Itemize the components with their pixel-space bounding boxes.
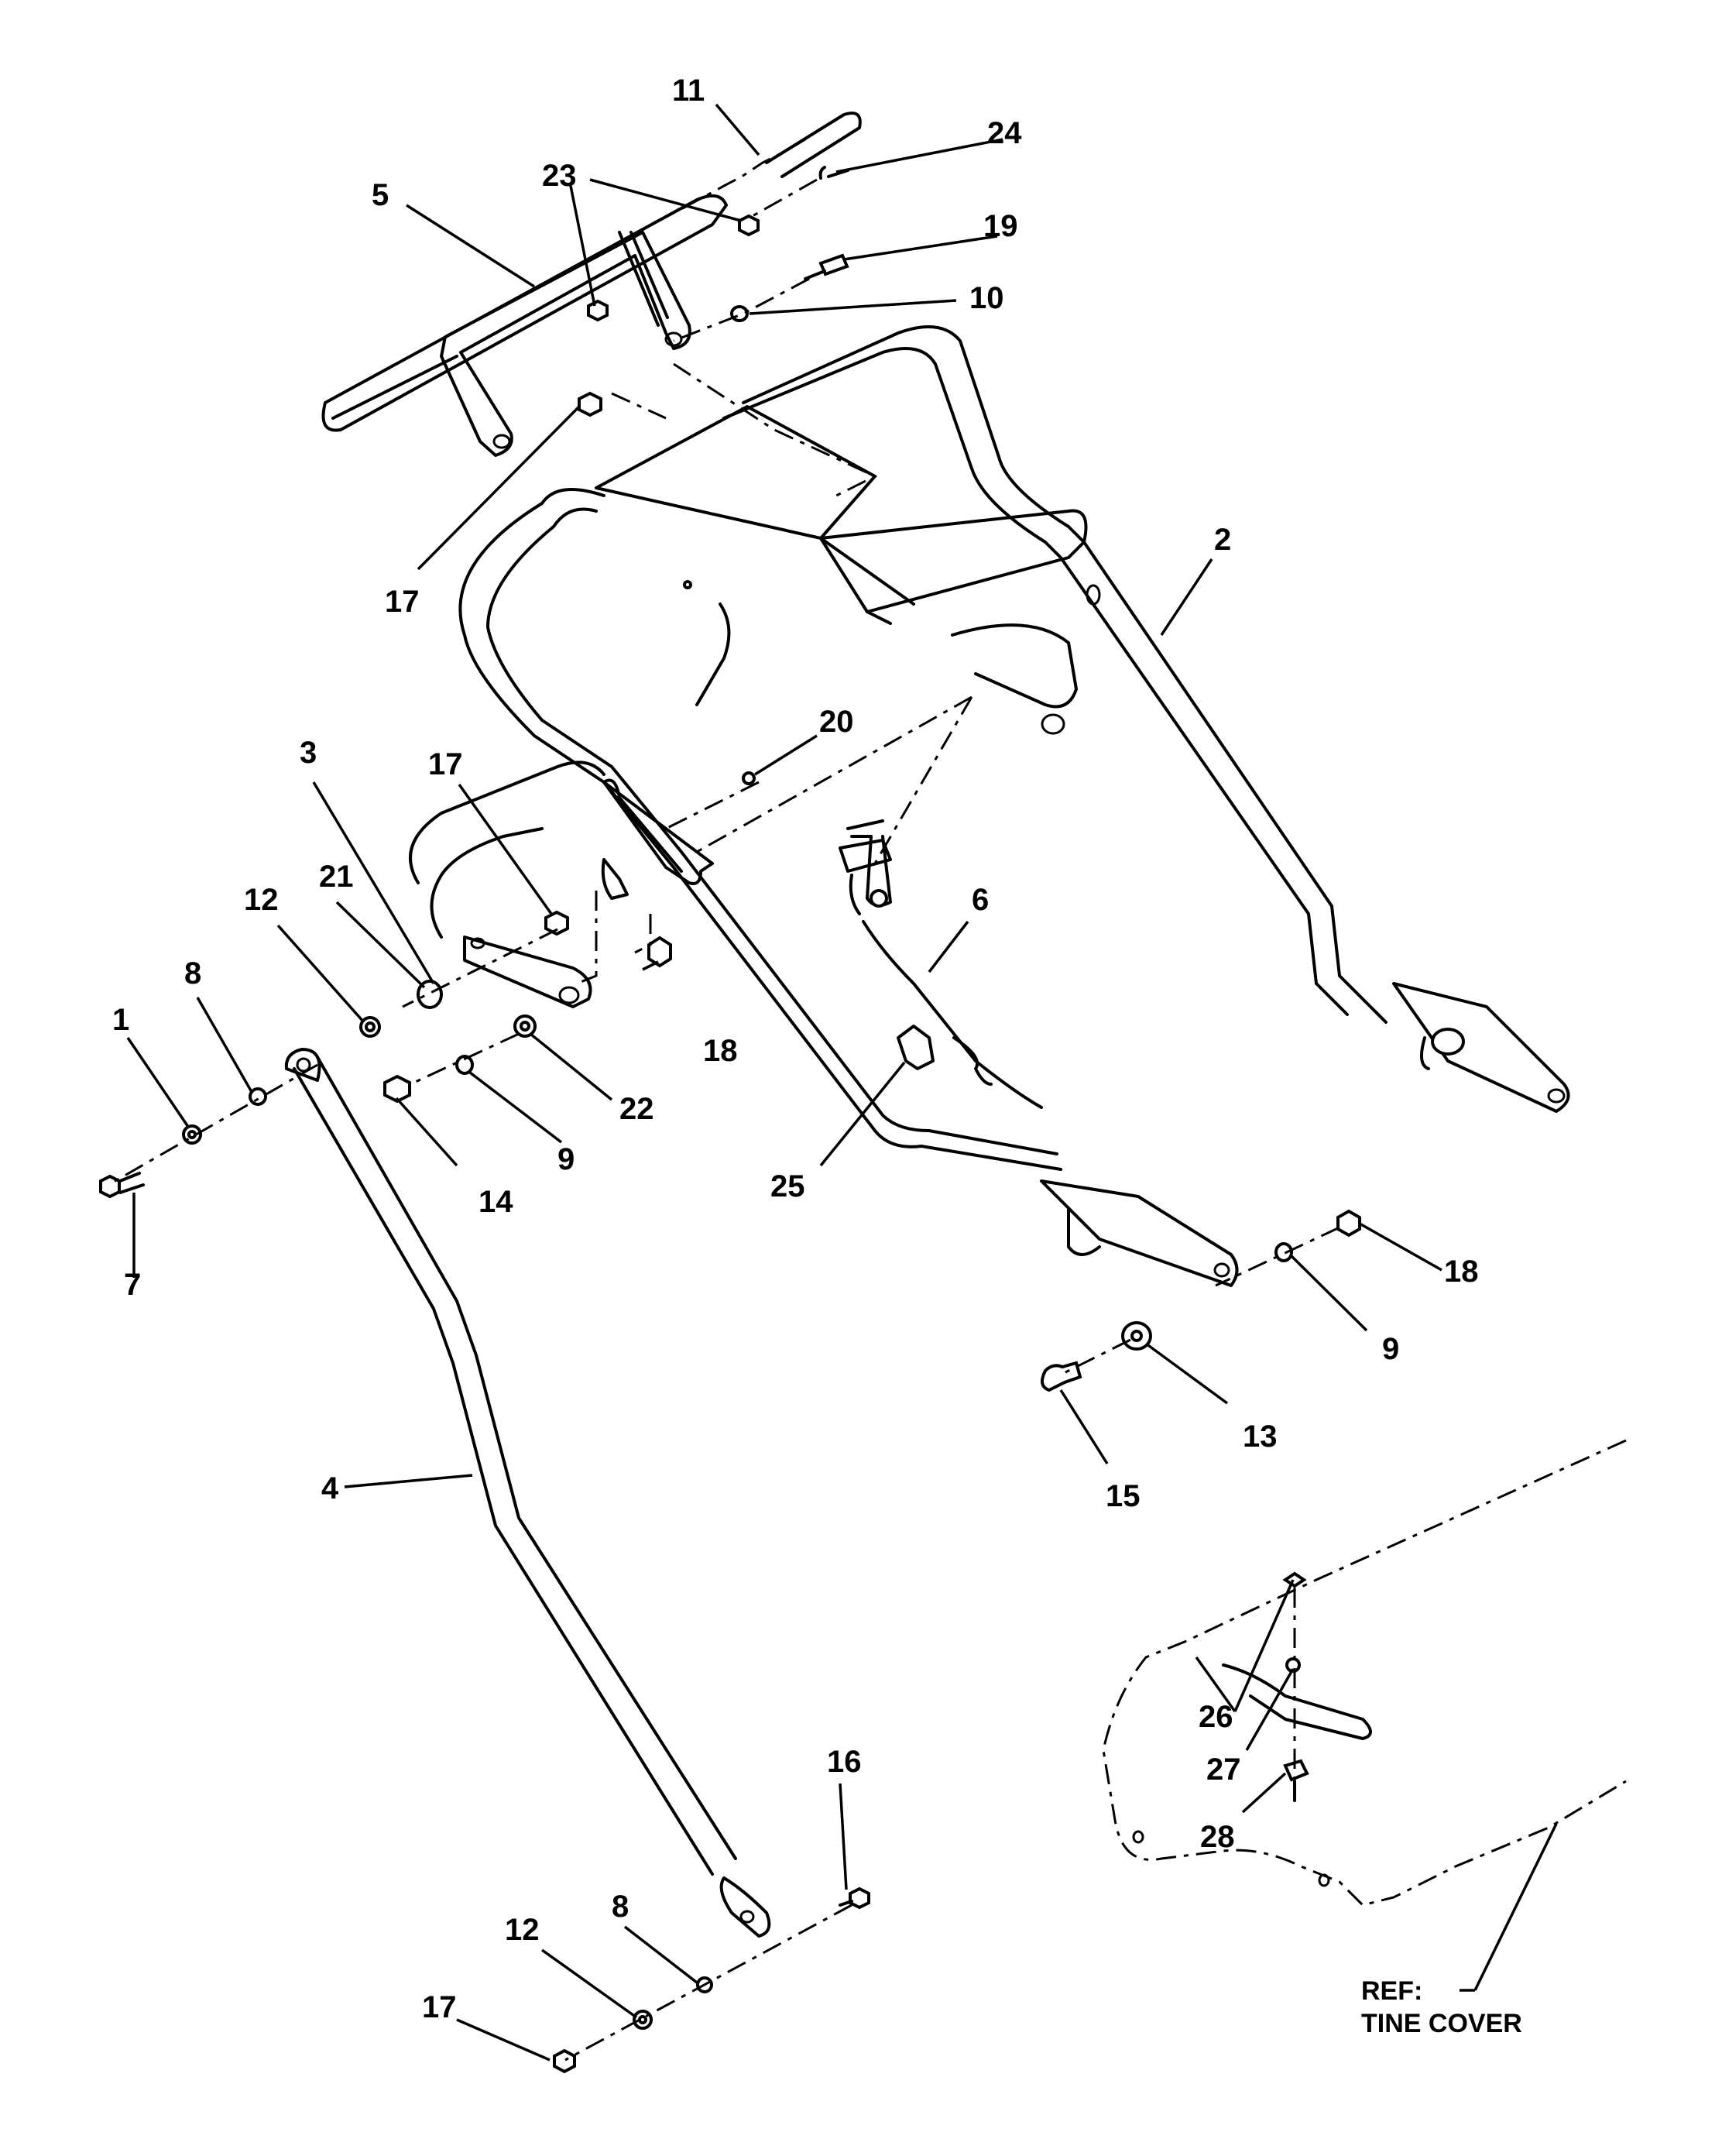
cable-clip [897, 1025, 935, 1070]
callout-6: 6 [972, 883, 989, 917]
callout-1: 1 [112, 1003, 129, 1037]
assembly-lines [108, 138, 1340, 2062]
lower-handle [409, 760, 1239, 1287]
callout-2: 2 [1214, 523, 1231, 557]
ref-label: REF: [1361, 1976, 1422, 2006]
callout-17-bottom: 17 [422, 1990, 457, 2024]
callout-14: 14 [479, 1185, 513, 1219]
callout-22: 22 [619, 1092, 654, 1126]
callout-27: 27 [1206, 1753, 1241, 1787]
callout-18-right: 18 [1444, 1255, 1479, 1289]
callout-13: 13 [1243, 1420, 1278, 1454]
leader-lines [126, 103, 1558, 2062]
callout-5: 5 [372, 178, 389, 212]
callout-7: 7 [124, 1268, 141, 1302]
callout-15: 15 [1106, 1479, 1141, 1513]
callout-labels: 11 24 23 5 19 10 17 2 20 3 17 21 12 6 8 … [112, 74, 1522, 2038]
callout-9-left: 9 [557, 1142, 575, 1176]
callout-4: 4 [321, 1471, 339, 1505]
callout-20: 20 [819, 705, 854, 739]
hardware [99, 166, 1361, 2074]
hand-grip [765, 112, 862, 178]
callout-23: 23 [542, 159, 577, 193]
callout-12-top: 12 [244, 883, 279, 917]
main-handle [458, 325, 1570, 1171]
callout-25: 25 [770, 1169, 805, 1203]
callout-8-top: 8 [184, 956, 201, 990]
callout-24: 24 [987, 116, 1022, 150]
callout-9-right: 9 [1382, 1332, 1399, 1366]
upper-handle-bar [321, 194, 728, 457]
callout-10: 10 [969, 281, 1004, 315]
callout-26: 26 [1199, 1700, 1233, 1734]
lower-brace [284, 1048, 771, 1938]
callout-8-bottom: 8 [612, 1890, 629, 1924]
callout-21: 21 [319, 860, 354, 894]
callout-3: 3 [300, 736, 317, 770]
callout-12-bottom: 12 [505, 1913, 540, 1947]
callout-19: 19 [983, 209, 1018, 243]
ref-tine-cover-label: TINE COVER [1361, 2009, 1522, 2038]
callout-16: 16 [827, 1745, 862, 1779]
wire-harness [683, 580, 731, 706]
callout-17-top: 17 [385, 585, 420, 619]
tine-cover [1102, 1439, 1627, 1907]
control-cable [839, 819, 1043, 1109]
callout-11: 11 [672, 74, 705, 108]
callout-18-mid: 18 [703, 1034, 738, 1068]
callout-28: 28 [1200, 1820, 1235, 1854]
callout-17-mid: 17 [428, 747, 463, 781]
